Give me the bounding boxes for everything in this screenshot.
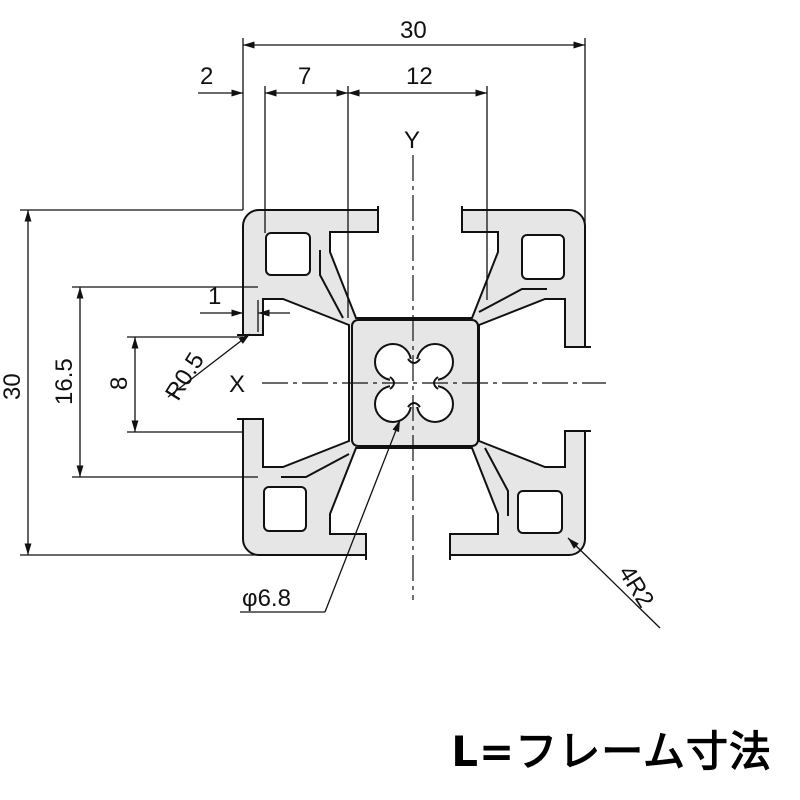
dim-lip: 7 [298, 63, 311, 90]
dim-lip-radius: R0.5 [160, 348, 210, 405]
caption: L=フレーム寸法 [451, 727, 772, 776]
dim-slot-width: 8 [106, 377, 133, 390]
y-axis-label: Y [404, 127, 420, 154]
dim-wall: 2 [200, 63, 213, 90]
dim-center-hole: φ6.8 [242, 585, 291, 612]
dim-corner-radius: 4R2 [613, 561, 659, 613]
x-axis-label: X [229, 371, 245, 398]
dim-slot-outer: 16.5 [51, 358, 78, 405]
dim-overall-height: 30 [0, 373, 26, 400]
dim-slot-center: 12 [406, 63, 433, 90]
dim-lip-thickness: 1 [208, 283, 221, 310]
center-hole [374, 343, 454, 423]
dim-overall-width: 30 [400, 17, 427, 44]
